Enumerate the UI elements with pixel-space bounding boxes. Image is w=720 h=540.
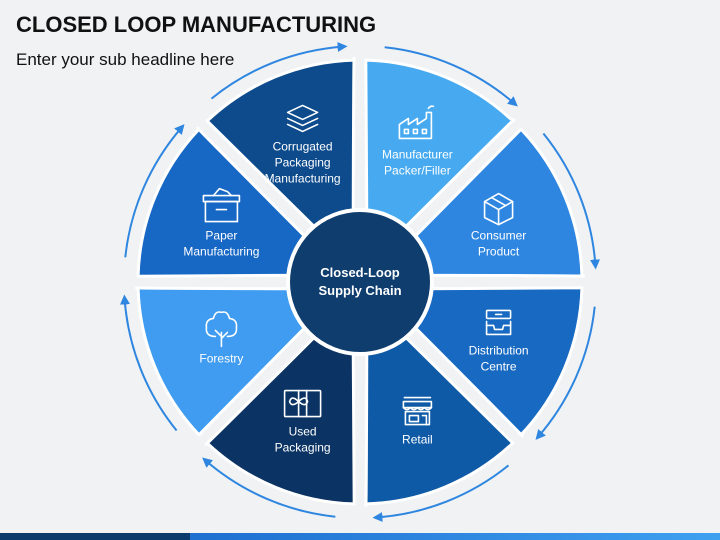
center-label-line-2: Supply Chain [318,283,401,298]
tray-icon [485,309,512,336]
segment-label-line: Product [478,245,520,259]
center-hub: Closed-Loop Supply Chain [286,208,434,356]
cycle-arrow [384,46,518,107]
layers-icon [286,104,319,133]
cycle-arrow [535,306,596,440]
segment-label-line: Paper [205,229,237,243]
center-circle [286,208,434,356]
cycle-arrows [120,42,600,522]
factory-icon [398,105,435,140]
cycle-arrow [542,132,600,270]
segment-label-line: Packaging [275,441,331,455]
cycle-arrow [124,124,185,258]
segment-label-line: Consumer [471,229,526,243]
segment-label-line: Manufacturer [382,147,453,161]
page-title: CLOSED LOOP MANUFACTURING [16,12,377,37]
bottom-bar-light [190,533,720,540]
segment-label-line: Corrugated [273,139,333,153]
segment-label-line: Used [289,425,317,439]
segment-label-line: Packaging [275,155,331,169]
cycle-arrow [210,42,348,100]
segment-label-line: Manufacturing [183,245,259,259]
segment-label-line: Distribution [469,343,529,357]
page-subtitle: Enter your sub headline here [16,50,235,69]
tree-icon [205,311,238,348]
segment-label-line: Manufacturing [265,171,341,185]
segment-label-line: Packer/Filler [384,163,451,177]
center-label-line-1: Closed-Loop [320,265,399,280]
bottom-accent-bar [0,533,720,540]
segment-label-line: Forestry [199,351,243,365]
package-icon [283,389,322,418]
cycle-arrow [372,464,510,522]
box-icon [483,192,514,226]
segments: CorrugatedPackagingManufacturingManufact… [134,56,586,508]
segment-label-line: Retail [402,433,433,447]
segment-label-line: Centre [481,359,517,373]
paper-box-icon [202,187,241,223]
cycle-arrow [202,457,336,518]
cycle-arrow [120,294,178,432]
store-icon [402,396,433,426]
bottom-bar-dark [0,533,190,540]
